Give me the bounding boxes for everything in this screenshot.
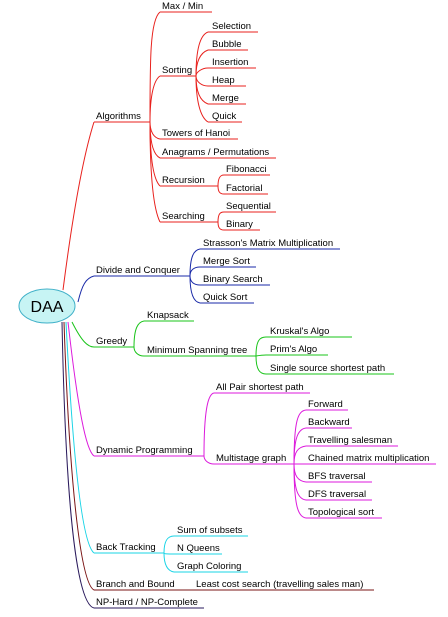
connector-root-nphard bbox=[61, 321, 95, 609]
node-mst-kruskal[interactable]: Kruskal's Algo bbox=[270, 326, 329, 337]
node-multistage[interactable]: Multistage graph bbox=[216, 453, 286, 464]
node-mst-single-source[interactable]: Single source shortest path bbox=[270, 363, 385, 374]
connector-root-algorithms bbox=[62, 121, 95, 291]
node-multistage-chained[interactable]: Chained matrix multiplication bbox=[308, 453, 429, 464]
node-sorting-insertion[interactable]: Insertion bbox=[212, 57, 248, 68]
node-divide-mergesort[interactable]: Merge Sort bbox=[203, 256, 250, 267]
node-multistage-forward[interactable]: Forward bbox=[308, 399, 343, 410]
node-recursion[interactable]: Recursion bbox=[162, 175, 205, 186]
connector-algorithms-hanoi bbox=[149, 121, 161, 140]
node-hanoi[interactable]: Towers of Hanoi bbox=[162, 128, 230, 139]
node-sorting-quick[interactable]: Quick bbox=[212, 111, 237, 122]
node-sorting-selection[interactable]: Selection bbox=[212, 21, 251, 32]
node-multistage-tsp[interactable]: Travelling salesman bbox=[308, 435, 392, 446]
node-knapsack[interactable]: Knapsack bbox=[147, 310, 189, 321]
node-searching-binary[interactable]: Binary bbox=[226, 219, 253, 230]
node-branch[interactable]: Branch and Bound bbox=[96, 579, 175, 590]
connector-root-backtracking bbox=[65, 321, 95, 554]
node-multistage-bfs[interactable]: BFS traversal bbox=[308, 471, 366, 482]
node-maxmin[interactable]: Max / Min bbox=[162, 1, 203, 12]
node-sorting-bubble[interactable]: Bubble bbox=[212, 39, 242, 50]
node-algorithms[interactable]: Algorithms bbox=[96, 111, 141, 122]
node-greedy[interactable]: Greedy bbox=[96, 336, 127, 347]
branch-algorithms bbox=[62, 11, 276, 291]
node-divide-binarysearch[interactable]: Binary Search bbox=[203, 274, 263, 285]
node-backtracking-coloring[interactable]: Graph Coloring bbox=[177, 561, 241, 572]
node-branch-leastcost[interactable]: Least cost search (travelling sales man) bbox=[196, 579, 363, 590]
branch-greedy bbox=[71, 320, 394, 375]
node-recursion-factorial[interactable]: Factorial bbox=[226, 183, 262, 194]
connector-algorithms-searching bbox=[149, 121, 161, 223]
node-mst-prim[interactable]: Prim's Algo bbox=[270, 344, 317, 355]
node-divide[interactable]: Divide and Conquer bbox=[96, 265, 180, 276]
node-divide-strassen[interactable]: Strasson's Matrix Multiplication bbox=[203, 238, 333, 249]
node-dynamic[interactable]: Dynamic Programming bbox=[96, 445, 193, 456]
node-sorting[interactable]: Sorting bbox=[162, 65, 192, 76]
connector-algorithms-maxmin bbox=[149, 11, 161, 123]
connector-root-greedy bbox=[71, 321, 95, 348]
branch-nphard bbox=[61, 321, 204, 609]
node-searching-sequential[interactable]: Sequential bbox=[226, 201, 271, 212]
node-backtracking-nqueens[interactable]: N Queens bbox=[177, 543, 220, 554]
node-allpair[interactable]: All Pair shortest path bbox=[216, 382, 304, 393]
node-mst[interactable]: Minimum Spanning tree bbox=[147, 345, 247, 356]
root-label: DAA bbox=[31, 299, 64, 316]
node-backtracking-subsets[interactable]: Sum of subsets bbox=[177, 525, 243, 536]
node-multistage-backward[interactable]: Backward bbox=[308, 417, 350, 428]
node-divide-quicksort[interactable]: Quick Sort bbox=[203, 292, 248, 303]
branch-branch bbox=[63, 321, 374, 591]
connector-algorithms-sorting bbox=[149, 75, 161, 123]
node-sorting-merge[interactable]: Merge bbox=[212, 93, 239, 104]
node-sorting-heap[interactable]: Heap bbox=[212, 75, 235, 86]
node-backtracking[interactable]: Back Tracking bbox=[96, 542, 156, 553]
connector-root-divide bbox=[77, 275, 95, 303]
branch-divide bbox=[77, 248, 340, 304]
node-anagrams[interactable]: Anagrams / Permutations bbox=[162, 147, 269, 158]
connector-root-dynamic bbox=[67, 321, 95, 457]
branch-backtracking bbox=[65, 321, 248, 573]
node-multistage-dfs[interactable]: DFS traversal bbox=[308, 489, 366, 500]
root-node[interactable] bbox=[18, 288, 76, 324]
node-nphard[interactable]: NP-Hard / NP-Complete bbox=[96, 597, 198, 608]
branch-dynamic bbox=[67, 321, 436, 519]
node-recursion-fibonacci[interactable]: Fibonacci bbox=[226, 164, 267, 175]
node-multistage-topological[interactable]: Topological sort bbox=[308, 507, 374, 518]
node-searching[interactable]: Searching bbox=[162, 211, 205, 222]
connector-root-branch bbox=[63, 321, 95, 591]
